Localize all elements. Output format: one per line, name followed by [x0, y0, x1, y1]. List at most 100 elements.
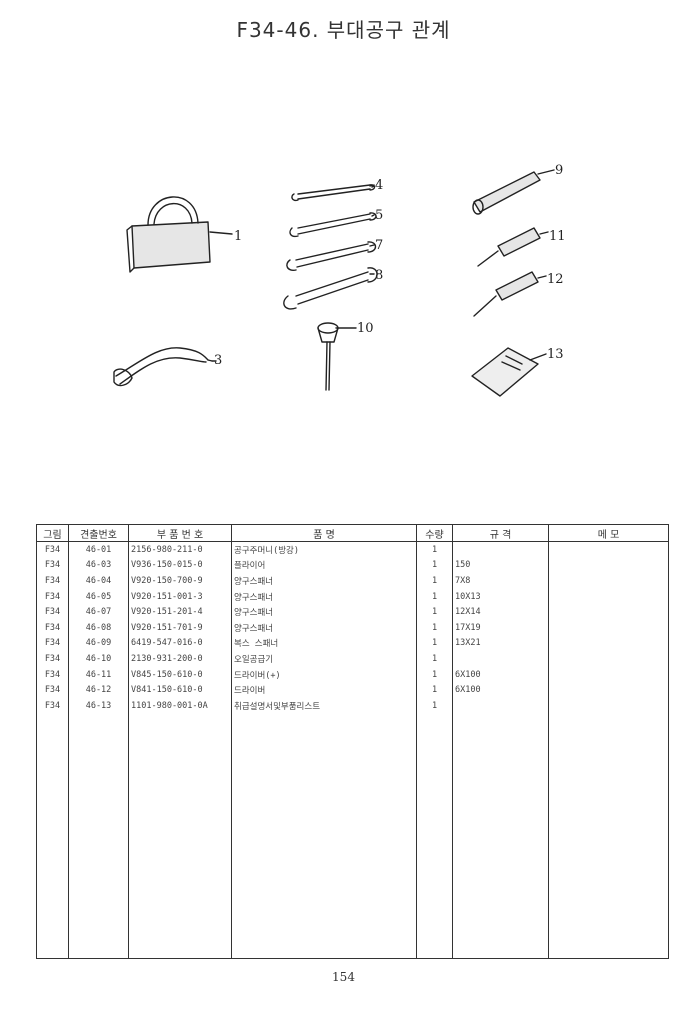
cell-qty: 1 — [416, 682, 453, 698]
cell-fig: F34 — [36, 619, 69, 636]
callout-8: 8 — [375, 268, 383, 283]
cell-memo — [548, 573, 669, 589]
cell-memo — [548, 604, 669, 620]
pliers-drawing — [113, 347, 213, 387]
table-row: F34 46-10 2130-931-200-0 오일공급기 1 — [36, 651, 669, 667]
screwdriver-drawings — [473, 227, 549, 317]
callout-7: 7 — [375, 238, 383, 253]
col-header-spec: 규 격 — [452, 524, 549, 542]
cell-fig: F34 — [36, 588, 69, 605]
cell-memo — [548, 682, 669, 698]
cell-spec — [452, 697, 549, 714]
oil-can-drawing — [317, 322, 339, 391]
cell-name: 취급설명서및부품리스트 — [231, 697, 417, 714]
col-header-part-name: 품 명 — [231, 524, 417, 542]
cell-qty: 1 — [416, 635, 453, 652]
cell-memo — [548, 619, 669, 636]
table-row: F34 46-08 V920-151-701-9 양구스패너 1 17X19 — [36, 619, 669, 636]
cell-part-no: V920-150-700-9 — [128, 573, 232, 589]
cell-spec: 6X100 — [452, 666, 549, 683]
cell-fig: F34 — [36, 666, 69, 683]
cell-spec: 6X100 — [452, 682, 549, 698]
callout-3: 3 — [214, 353, 222, 368]
cell-part-no: 2156-980-211-0 — [128, 541, 232, 558]
cell-qty: 1 — [416, 666, 453, 683]
callout-4: 4 — [375, 178, 383, 193]
cell-memo — [548, 666, 669, 683]
tools-illustration: 1 3 4 5 7 8 9 10 11 12 13 — [113, 163, 566, 397]
cell-ref: 46-01 — [68, 541, 129, 558]
cell-name: 드라이버 — [231, 682, 417, 698]
tool-bag-drawing — [126, 196, 233, 273]
cell-part-no: 2130-931-200-0 — [128, 651, 232, 667]
cell-ref: 46-13 — [68, 697, 129, 714]
cell-part-no: V920-151-001-3 — [128, 588, 232, 605]
cell-qty: 1 — [416, 697, 453, 714]
cell-ref: 46-11 — [68, 666, 129, 683]
cell-fig: F34 — [36, 604, 69, 620]
cell-spec — [452, 651, 549, 667]
cell-qty: 1 — [416, 541, 453, 558]
cell-name: 양구스패너 — [231, 619, 417, 636]
cell-name: 드라이버(+) — [231, 666, 417, 683]
cell-part-no: V936-150-015-0 — [128, 557, 232, 574]
col-header-ref-no: 견출번호 — [68, 524, 129, 542]
cell-fig: F34 — [36, 651, 69, 667]
cell-fig: F34 — [36, 573, 69, 589]
manual-drawing — [471, 347, 547, 397]
callout-5: 5 — [375, 208, 383, 223]
cell-fig: F34 — [36, 682, 69, 698]
cell-name: 공구주머니(방강) — [231, 541, 417, 558]
cell-memo — [548, 651, 669, 667]
callout-13: 13 — [547, 347, 564, 362]
cell-memo — [548, 557, 669, 574]
cell-part-no: V920-151-201-4 — [128, 604, 232, 620]
table-row: F34 46-09 6419-547-016-0 복스 스패너 1 13X21 — [36, 635, 669, 652]
cell-spec: 13X21 — [452, 635, 549, 652]
cell-qty: 1 — [416, 604, 453, 620]
callout-1: 1 — [234, 229, 242, 244]
table-empty-space — [36, 713, 669, 959]
cell-memo — [548, 541, 669, 558]
table-row: F34 46-12 V841-150-610-0 드라이버 1 6X100 — [36, 682, 669, 698]
cell-ref: 46-03 — [68, 557, 129, 574]
callout-12: 12 — [547, 272, 564, 287]
cell-name: 오일공급기 — [231, 651, 417, 667]
col-header-quantity: 수량 — [416, 524, 453, 542]
cell-fig: F34 — [36, 635, 69, 652]
cell-ref: 46-07 — [68, 604, 129, 620]
cell-part-no: 6419-547-016-0 — [128, 635, 232, 652]
table-row: F34 46-03 V936-150-015-0 플라이어 1 150 — [36, 557, 669, 574]
table-row: F34 46-01 2156-980-211-0 공구주머니(방강) 1 — [36, 541, 669, 558]
cell-name: 양구스패너 — [231, 604, 417, 620]
cell-qty: 1 — [416, 651, 453, 667]
cell-name: 복스 스패너 — [231, 635, 417, 652]
cell-spec — [452, 541, 549, 558]
cell-part-no: V841-150-610-0 — [128, 682, 232, 698]
page-title: F34-46. 부대공구 관계 — [236, 18, 451, 42]
callout-9: 9 — [555, 163, 563, 178]
cell-memo — [548, 635, 669, 652]
table-row: F34 46-13 1101-980-001-0A 취급설명서및부품리스트 1 — [36, 697, 669, 714]
cell-ref: 46-10 — [68, 651, 129, 667]
col-header-figure: 그림 — [36, 524, 69, 542]
cell-ref: 46-05 — [68, 588, 129, 605]
cell-spec: 10X13 — [452, 588, 549, 605]
cell-spec: 17X19 — [452, 619, 549, 636]
cell-name: 양구스패너 — [231, 588, 417, 605]
table-row: F34 46-04 V920-150-700-9 양구스패너 1 7X8 — [36, 573, 669, 589]
cell-name: 양구스패너 — [231, 573, 417, 589]
cell-memo — [548, 697, 669, 714]
cell-spec: 12X14 — [452, 604, 549, 620]
cell-ref: 46-08 — [68, 619, 129, 636]
callout-10: 10 — [357, 321, 374, 336]
spanner-drawings — [283, 184, 378, 310]
cell-fig: F34 — [36, 557, 69, 574]
cell-fig: F34 — [36, 697, 69, 714]
cell-name: 플라이어 — [231, 557, 417, 574]
box-spanner-drawing — [472, 169, 555, 215]
cell-qty: 1 — [416, 619, 453, 636]
page-number: 154 — [332, 970, 355, 984]
table-row: F34 46-11 V845-150-610-0 드라이버(+) 1 6X100 — [36, 666, 669, 683]
callout-11: 11 — [549, 229, 566, 244]
